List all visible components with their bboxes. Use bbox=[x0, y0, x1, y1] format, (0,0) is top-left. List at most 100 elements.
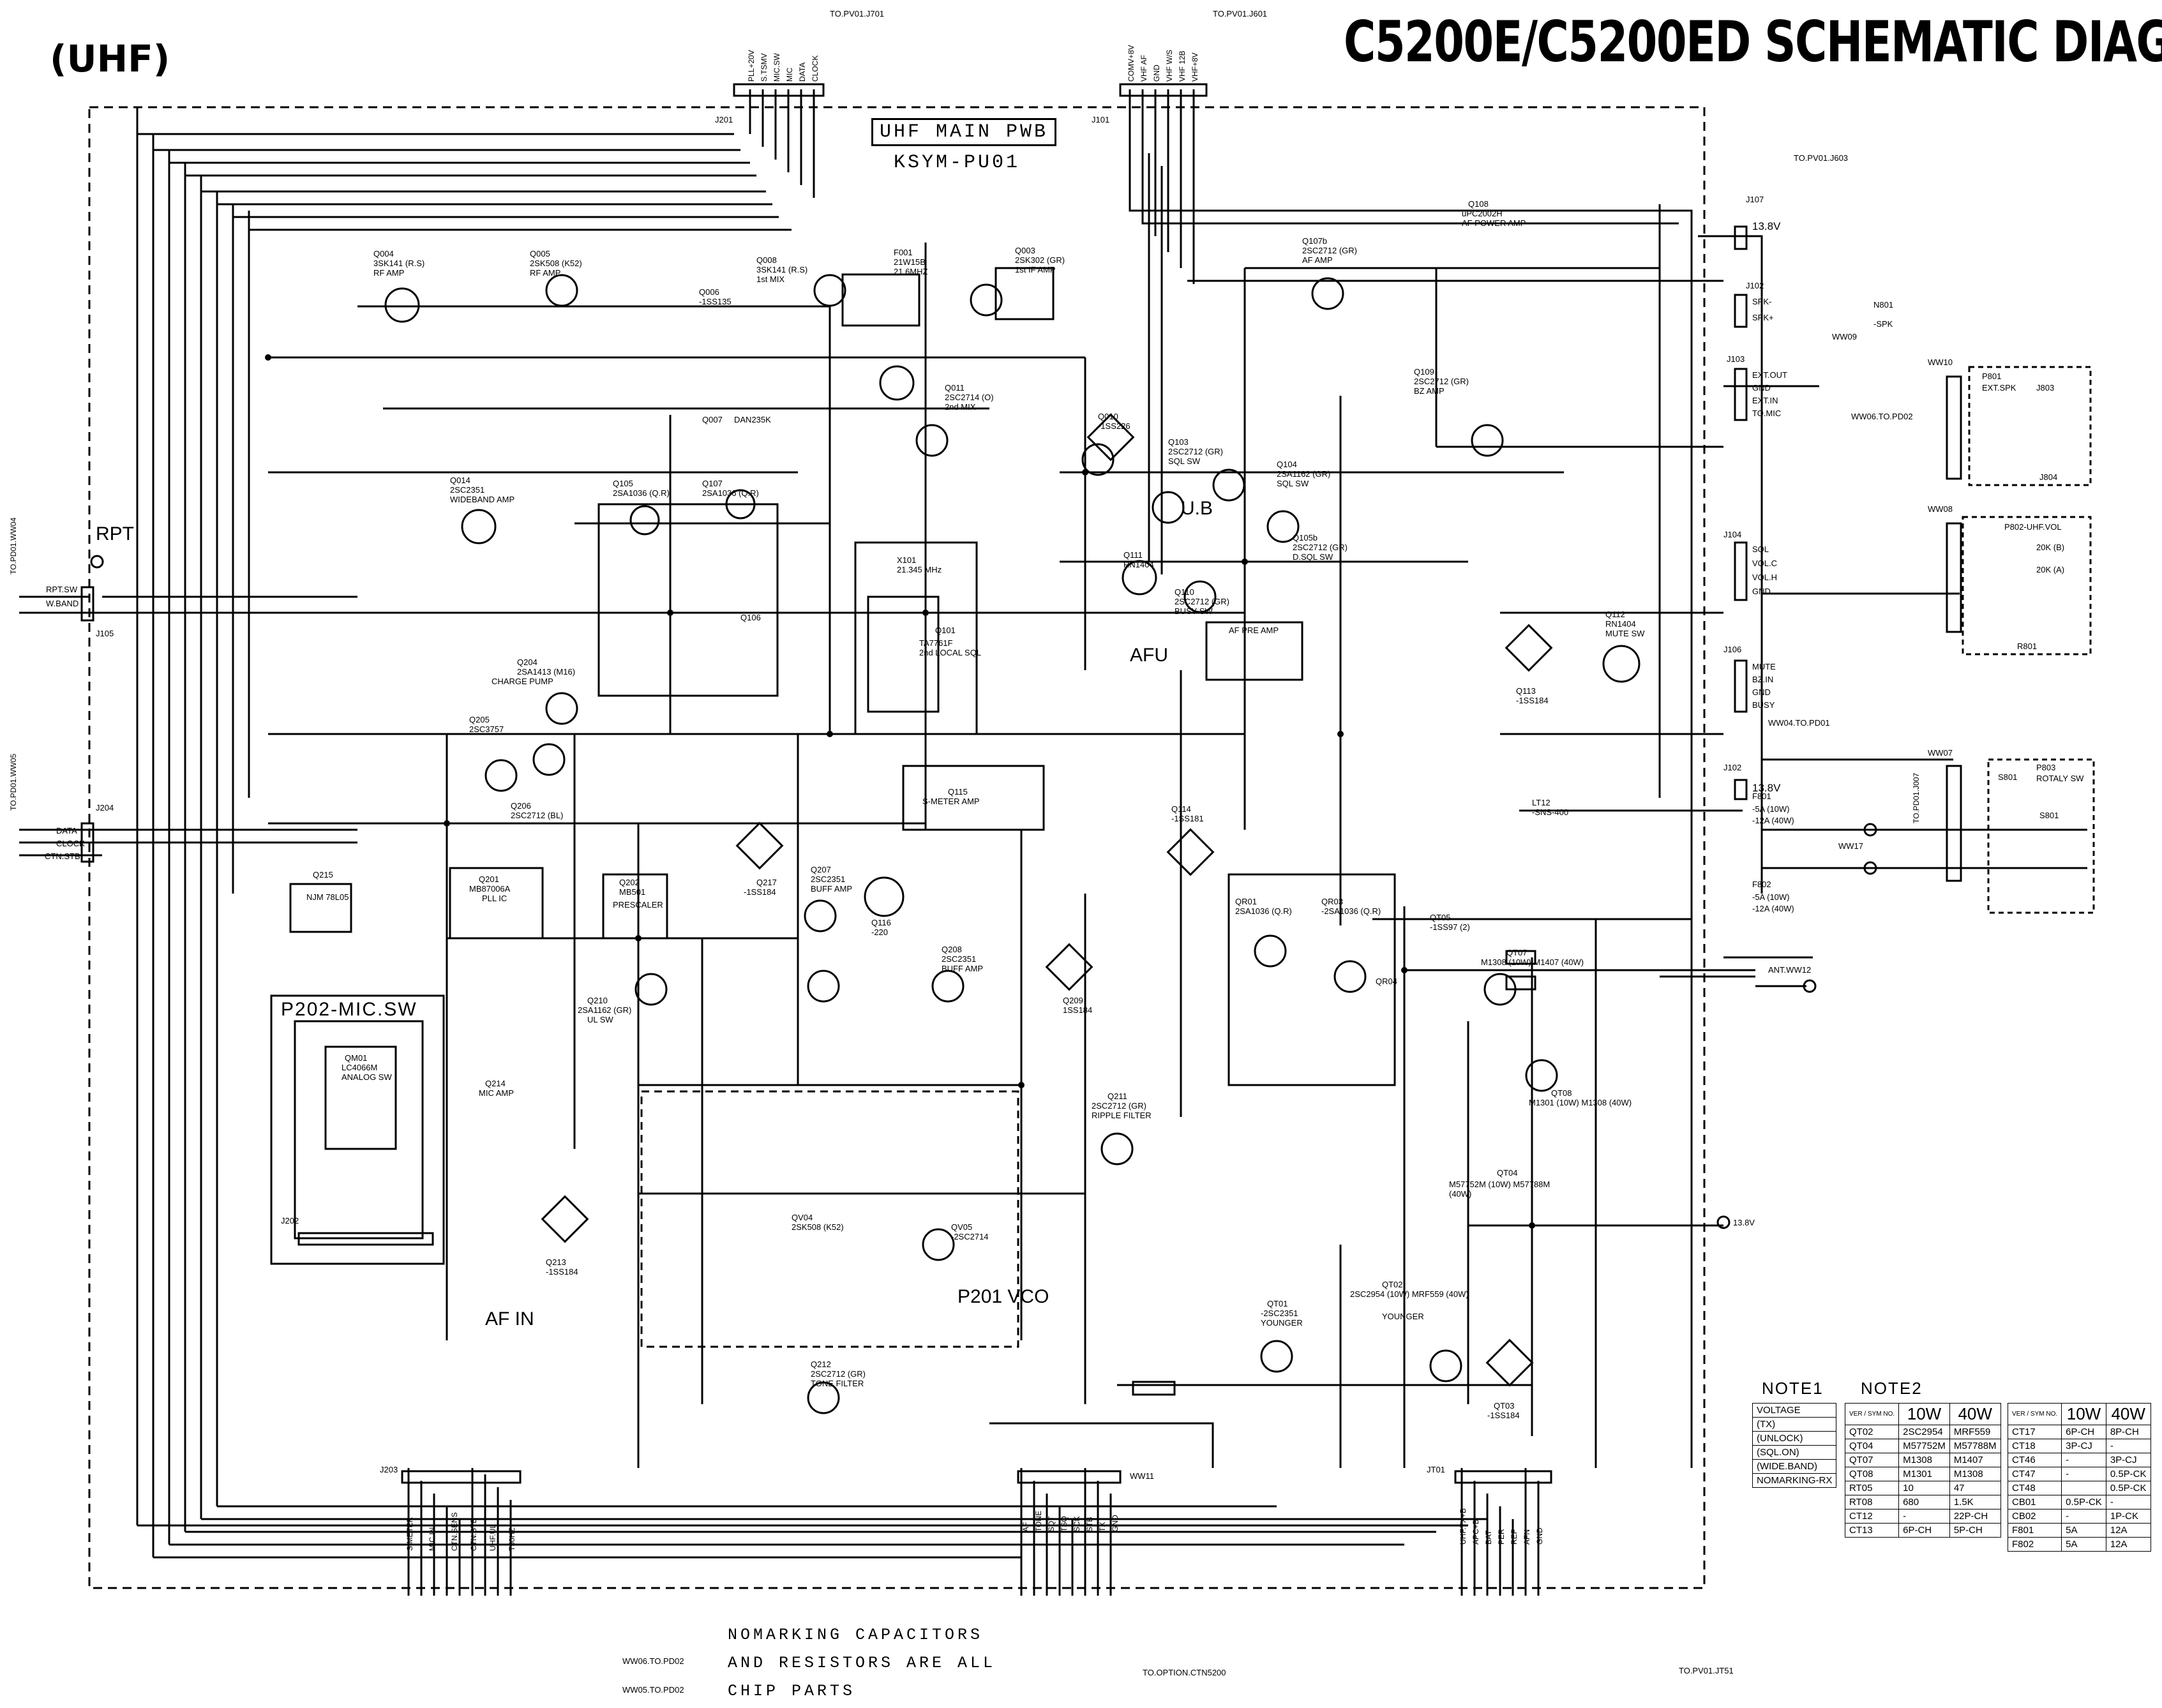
j105-pin: RPT.SW bbox=[46, 585, 78, 594]
comp-ref: Q205 bbox=[469, 715, 490, 724]
j203-pin: MIC.IN bbox=[428, 1527, 437, 1551]
pll-region bbox=[268, 670, 1245, 1468]
comp-ref: QV05 bbox=[951, 1222, 973, 1232]
ww07-ref: WW07 bbox=[1928, 748, 1953, 758]
comp-fn: ANALOG SW bbox=[342, 1072, 392, 1082]
ww11-dest: TO.OPTION.CTN5200 bbox=[1143, 1668, 1226, 1677]
ww11-pin: SCK bbox=[1072, 1516, 1081, 1532]
comp-val: 2SA1036 (Q.R) bbox=[702, 488, 759, 498]
rpt-switch-label: RPT bbox=[96, 523, 134, 544]
note2a-cell: RT08 bbox=[1844, 1495, 1900, 1509]
mic-sw-label: P202-MIC.SW bbox=[281, 999, 417, 1020]
fuse-v1: -5A (10W) bbox=[1752, 892, 1790, 902]
j203-pin: CTN.STB bbox=[469, 1518, 478, 1551]
j106-pin: BZ.IN bbox=[1752, 675, 1774, 684]
comp-fn: RF AMP bbox=[530, 268, 561, 278]
p802-box bbox=[1962, 516, 2092, 655]
comp-fn: 1st MIX bbox=[756, 274, 785, 284]
note2b-cell: CT48 bbox=[2007, 1481, 2062, 1495]
j101-pin: VHF+8V bbox=[1190, 52, 1199, 82]
j106-block bbox=[1734, 659, 1748, 713]
note2b-cell: 6P-CH bbox=[2061, 1425, 2106, 1439]
comp-val: -2SC2351 bbox=[1261, 1308, 1298, 1318]
comp-val: 1SS184 bbox=[1063, 1005, 1093, 1015]
note2b-cell: - bbox=[2105, 1495, 2151, 1509]
j201-pin: MIC bbox=[785, 68, 794, 82]
j101-pin: VHF 12B bbox=[1178, 50, 1187, 82]
j201-ref: J201 bbox=[715, 115, 733, 124]
j102-pin: SPK- bbox=[1752, 297, 1772, 306]
note2a-cell: 680 bbox=[1898, 1495, 1950, 1509]
comp-ref: Q005 bbox=[530, 249, 550, 258]
j101-dest: TO.PV01.J601 bbox=[1213, 9, 1268, 19]
comp-fn: SQL SW bbox=[1168, 456, 1201, 466]
comp-fn: AF AMP bbox=[1302, 255, 1333, 265]
comp-ref: QT07 bbox=[1506, 948, 1528, 957]
diode-bridges bbox=[541, 413, 1553, 1387]
comp-ref: Q115 bbox=[948, 787, 968, 797]
p803-name: P803 bbox=[2036, 763, 2056, 772]
comp-val: AF PRE AMP bbox=[1229, 626, 1279, 635]
comp-ref: Q003 bbox=[1015, 246, 1035, 255]
comp-ref: X101 bbox=[897, 555, 917, 565]
j101-pin: COMV+8V bbox=[1127, 45, 1136, 82]
comp-val: uPC2002H bbox=[1462, 209, 1503, 218]
comp-fn: TONE FILTER bbox=[811, 1379, 864, 1388]
note2a-cell: 22P-CH bbox=[1949, 1509, 2001, 1524]
chip-note-line: NOMARKING CAPACITORS bbox=[728, 1626, 984, 1644]
l011-box bbox=[995, 267, 1055, 320]
j203-pin: UHF.UL bbox=[488, 1524, 497, 1551]
ww11-pin: TX bbox=[1098, 1522, 1107, 1532]
s801-label: S801 bbox=[1998, 772, 2018, 782]
note2b-cell: 8P-CH bbox=[2105, 1425, 2151, 1439]
jt01-pin: UHF.TX+B bbox=[1459, 1508, 1468, 1545]
comp-val: 2SC2351 bbox=[942, 954, 977, 964]
s801b-label: S801 bbox=[2039, 811, 2059, 820]
comp-fn: PLL IC bbox=[482, 894, 507, 903]
comp-val: 2SC2351 bbox=[811, 874, 846, 884]
left-bus bbox=[136, 107, 792, 1557]
comp-ref: Q206 bbox=[511, 801, 531, 811]
note2a-cell: M1301 bbox=[1898, 1467, 1950, 1481]
comp-ref: Q214 bbox=[485, 1079, 506, 1088]
j104-pin: VOL.H bbox=[1752, 573, 1778, 582]
mic-sw-inner bbox=[294, 1020, 424, 1240]
j103-pin: EXT.IN bbox=[1752, 396, 1778, 405]
comp-ref: QT04 bbox=[1497, 1168, 1518, 1178]
ww17-label: WW17 bbox=[1838, 841, 1863, 851]
comp-fn: YOUNGER bbox=[1382, 1312, 1424, 1321]
j107-dest: TO.PV01.J603 bbox=[1794, 153, 1849, 163]
note2a-col: 40W bbox=[1949, 1403, 2001, 1425]
note1-row: (TX) bbox=[1752, 1417, 1837, 1432]
bottom-bus bbox=[137, 1422, 1540, 1596]
note2b-cell: 1P-CK bbox=[2105, 1509, 2151, 1524]
l010-box bbox=[841, 273, 920, 327]
comp-ref: Q111 bbox=[1123, 550, 1143, 560]
j201-pin: S.TSMV bbox=[760, 53, 769, 82]
comp-val: 2SK508 (K52) bbox=[792, 1222, 844, 1232]
comp-val: -2SA1036 (Q.R) bbox=[1321, 906, 1381, 916]
comp-ref: Q103 bbox=[1168, 437, 1189, 447]
comp-fn: BUFF AMP bbox=[942, 964, 984, 973]
j103-dest: WW06.TO.PD02 bbox=[1851, 412, 1913, 421]
comp-ref: QV04 bbox=[792, 1213, 813, 1222]
ww08-block bbox=[1946, 522, 1962, 633]
pr02-box bbox=[597, 503, 779, 697]
pwb-boundary bbox=[88, 106, 1706, 1589]
band-label: (UHF) bbox=[50, 37, 170, 80]
j104-pin: VOL.C bbox=[1752, 558, 1778, 568]
j102-pin: SPK+ bbox=[1752, 313, 1774, 322]
comp-val: RN1404 bbox=[1605, 619, 1636, 629]
comp-val: 2SC2712 (GR) bbox=[811, 1369, 866, 1379]
note2a-cell: 10 bbox=[1898, 1481, 1950, 1495]
reg-box bbox=[1227, 873, 1396, 1086]
j201-stubs bbox=[749, 89, 815, 198]
note2a-cell: 2SC2954 bbox=[1898, 1425, 1950, 1439]
chip-note-line: CHIP PARTS bbox=[728, 1682, 856, 1700]
comp-ref: Q109 bbox=[1414, 367, 1434, 377]
board-name: UHF MAIN PWB bbox=[871, 118, 1057, 146]
jt01-block bbox=[1454, 1470, 1552, 1484]
comp-val: 2SC2714 (O) bbox=[945, 393, 994, 402]
